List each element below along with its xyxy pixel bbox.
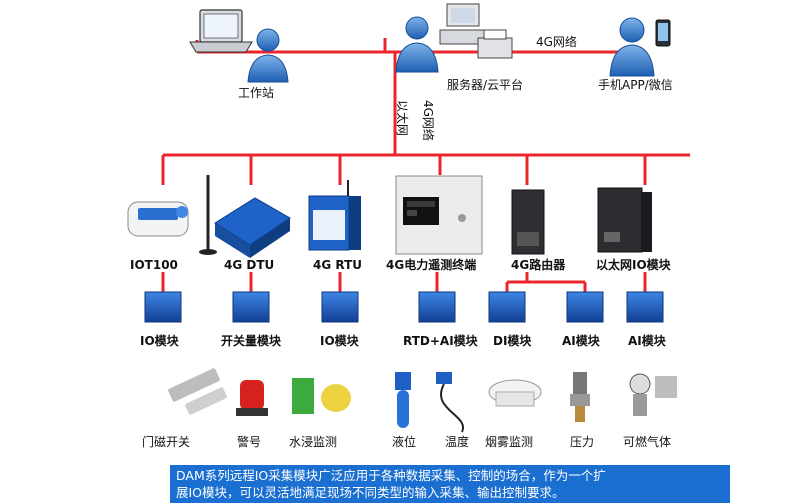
eth-io-label: 以太网IO模块 <box>596 257 672 272</box>
module-di: DI模块 <box>488 291 532 348</box>
dtu-device: 4G DTU <box>214 197 291 272</box>
temp-sensor: 温度 <box>436 372 469 449</box>
rtu-device: 4G RTU <box>308 180 362 272</box>
router-label: 4G路由器 <box>511 257 566 272</box>
module-switch-label: 开关量模块 <box>221 333 282 348</box>
iot100-device: IOT100 <box>127 201 189 272</box>
module-io-2: IO模块 <box>320 291 360 348</box>
footer-line-2: 展IO模块，可以灵活地满足现场不同类型的输入采集、输出控制要求。 <box>176 485 565 500</box>
module-ai-2: AI模块 <box>626 291 667 348</box>
power-terminal-label: 4G电力遥测终端 <box>386 257 476 272</box>
person-icon <box>247 28 289 83</box>
module-ai-1: AI模块 <box>562 291 604 348</box>
module-ai-1-label: AI模块 <box>562 333 601 348</box>
rtu-label: 4G RTU <box>313 258 362 272</box>
workstation-node: 工作站 <box>189 9 289 100</box>
water-sensor: 水浸监测 <box>289 378 351 449</box>
module-io-2-label: IO模块 <box>320 333 360 348</box>
pressure-label: 压力 <box>570 435 594 449</box>
alarm-label: 警号 <box>237 434 261 449</box>
module-rtd-ai-label: RTD+AI模块 <box>403 333 479 348</box>
module-io-1: IO模块 <box>140 291 182 348</box>
power-terminal-device: 4G电力遥测终端 <box>386 175 483 272</box>
gas-label: 可燃气体 <box>623 434 671 449</box>
module-rtd-ai: RTD+AI模块 <box>403 291 479 348</box>
server-label: 服务器/云平台 <box>447 77 523 92</box>
gas-detector: 可燃气体 <box>623 373 677 449</box>
temp-label: 温度 <box>445 434 469 449</box>
mobile-node: 手机APP/微信 <box>598 17 673 92</box>
dtu-label: 4G DTU <box>224 258 274 272</box>
server-node: 服务器/云平台 <box>395 3 523 92</box>
pressure-sensor: 压力 <box>570 372 594 449</box>
module-switch: 开关量模块 <box>221 291 282 348</box>
laptop-icon <box>189 9 253 53</box>
trunk-label-4g: 4G网络 <box>421 100 436 141</box>
iot100-label: IOT100 <box>130 258 178 272</box>
phone-icon <box>655 19 671 47</box>
level-sensor: 液位 <box>392 372 416 449</box>
module-ai-2-label: AI模块 <box>628 333 667 348</box>
mobile-label: 手机APP/微信 <box>598 78 673 92</box>
footer-description: DAM系列远程IO采集模块广泛应用于各种数据采集、控制的场合，作为一个扩 展IO… <box>170 465 730 503</box>
printer-icon <box>477 29 513 59</box>
module-di-label: DI模块 <box>493 333 532 348</box>
alarm-siren-icon: 警号 <box>236 380 268 449</box>
person-icon <box>609 17 655 77</box>
router-device: 4G路由器 <box>511 189 566 272</box>
level-label: 液位 <box>392 434 416 449</box>
eth-io-device: 以太网IO模块 <box>596 187 672 272</box>
footer-line-1: DAM系列远程IO采集模块广泛应用于各种数据采集、控制的场合，作为一个扩 <box>176 468 606 483</box>
link-4g-label: 4G网络 <box>536 34 577 49</box>
water-label: 水浸监测 <box>289 435 337 449</box>
smoke-sensor: 烟雾监测 <box>485 379 542 449</box>
smoke-label: 烟雾监测 <box>485 435 533 449</box>
person-icon <box>395 16 439 73</box>
workstation-label: 工作站 <box>238 86 274 100</box>
module-io-1-label: IO模块 <box>140 333 180 348</box>
door-label: 门磁开关 <box>142 434 190 449</box>
computer-icon <box>439 3 487 45</box>
door-sensor: 门磁开关 <box>142 368 227 449</box>
trunk-label-ethernet: 以太网 <box>395 100 410 136</box>
antenna-icon <box>199 175 217 255</box>
